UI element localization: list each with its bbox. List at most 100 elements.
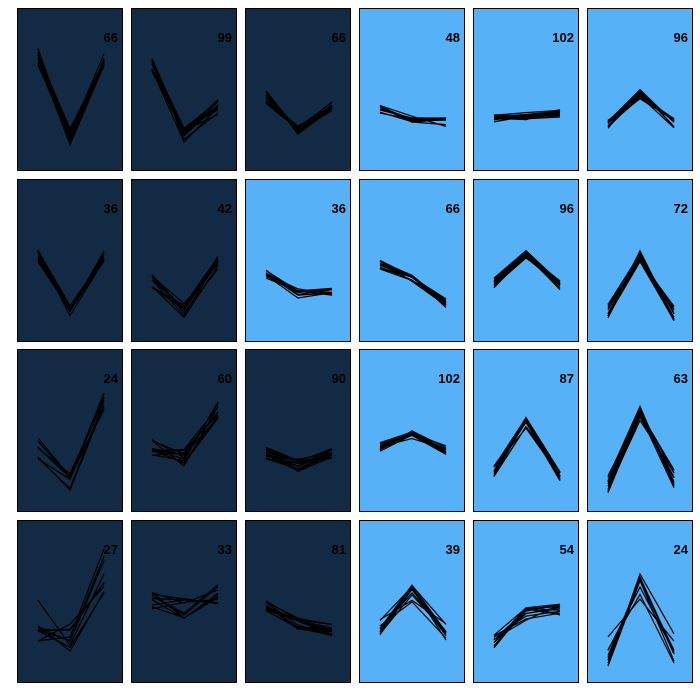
profile-line <box>607 260 675 320</box>
profile-line <box>37 250 105 313</box>
profile-line <box>265 95 333 129</box>
profile-line <box>151 598 219 609</box>
profile-line <box>607 578 675 666</box>
panel-plot <box>37 48 105 147</box>
profile-line <box>37 53 105 137</box>
cluster-size-label: 60 <box>217 371 232 386</box>
profile-line <box>265 277 333 293</box>
facet-panel: 102 <box>473 8 579 171</box>
cluster-size-label: 39 <box>445 541 460 557</box>
profile-line <box>37 48 105 141</box>
profile-line <box>37 250 105 310</box>
panel-plot <box>379 104 447 127</box>
panel-plot <box>37 548 105 652</box>
panel-plot <box>265 446 333 472</box>
profile-line <box>151 262 219 304</box>
panel-plot <box>379 259 447 308</box>
profile-line <box>607 576 675 660</box>
profile-line <box>37 251 105 317</box>
panel-plot <box>379 430 447 455</box>
facet-panel: 63 <box>587 349 693 512</box>
profile-line <box>607 410 675 483</box>
panel-plot <box>151 58 219 143</box>
profile-line <box>37 585 105 642</box>
profile-line <box>493 113 561 123</box>
profile-line <box>151 63 219 136</box>
profile-line <box>37 53 105 133</box>
profile-line <box>265 609 333 630</box>
profile-line <box>493 603 561 646</box>
panel-plot <box>265 269 333 299</box>
profile-line <box>37 62 105 145</box>
profile-line <box>151 69 219 134</box>
profile-line <box>37 399 105 475</box>
profile-line <box>151 58 219 137</box>
profile-line <box>265 599 333 631</box>
panel-plot <box>493 603 561 648</box>
cluster-size-label: 42 <box>217 200 232 216</box>
cluster-size-label: 99 <box>217 30 232 45</box>
profile-line <box>265 448 333 467</box>
profile-line <box>493 256 561 287</box>
profile-line <box>607 577 675 656</box>
profile-line <box>379 434 447 455</box>
profile-line <box>493 606 561 640</box>
profile-line <box>379 584 447 632</box>
profile-line <box>151 58 219 134</box>
panel-plot <box>493 249 561 290</box>
facet-panel: 24 <box>587 519 693 683</box>
facet-panel: 24 <box>17 349 123 512</box>
profile-line <box>37 251 105 311</box>
profile-line <box>151 68 219 132</box>
profile-line <box>379 260 447 302</box>
facet-panel: 81 <box>245 519 351 683</box>
profile-line <box>151 259 219 316</box>
cluster-size-label: 48 <box>445 30 460 45</box>
profile-line <box>37 254 105 312</box>
profile-line <box>151 417 219 465</box>
profile-line <box>151 411 219 455</box>
profile-line <box>37 54 105 133</box>
panel-plot <box>607 248 675 321</box>
facet-panel: 72 <box>587 178 693 342</box>
facet-panel: 27 <box>17 519 123 683</box>
profile-line <box>265 452 333 461</box>
profile-line <box>265 447 333 463</box>
profile-line <box>151 255 219 306</box>
profile-line <box>37 393 105 478</box>
panel-plot <box>151 401 219 467</box>
profile-line <box>493 416 561 473</box>
cluster-size-label: 36 <box>331 200 346 216</box>
panel-plot <box>37 249 105 317</box>
facet-panel: 66 <box>245 8 351 171</box>
profile-line <box>151 401 219 460</box>
profile-line <box>379 108 447 121</box>
cluster-size-label: 66 <box>445 200 460 216</box>
profile-line <box>37 590 105 652</box>
panel-plot <box>493 416 561 482</box>
facet-panel: 39 <box>359 519 465 683</box>
cluster-size-label: 63 <box>673 371 688 386</box>
profile-line <box>37 54 105 131</box>
profile-line <box>37 254 105 310</box>
profile-line <box>37 581 105 631</box>
profile-line <box>379 600 447 638</box>
profile-line <box>151 255 219 311</box>
facet-panel: 36 <box>245 178 351 342</box>
facet-panel: 87 <box>473 349 579 512</box>
profile-line <box>151 258 219 308</box>
cluster-size-label: 66 <box>331 30 346 45</box>
cluster-size-label: 90 <box>331 371 346 386</box>
panel-plot <box>37 393 105 492</box>
cluster-size-label: 54 <box>559 541 574 557</box>
profile-line <box>493 607 561 648</box>
panel-plot <box>607 404 675 493</box>
profile-line <box>37 56 105 136</box>
cluster-size-label: 102 <box>552 30 574 45</box>
profile-line <box>265 607 333 629</box>
profile-line <box>607 578 675 658</box>
panel-plot <box>493 109 561 123</box>
facet-panel: 66 <box>17 8 123 171</box>
profile-line <box>265 273 333 295</box>
